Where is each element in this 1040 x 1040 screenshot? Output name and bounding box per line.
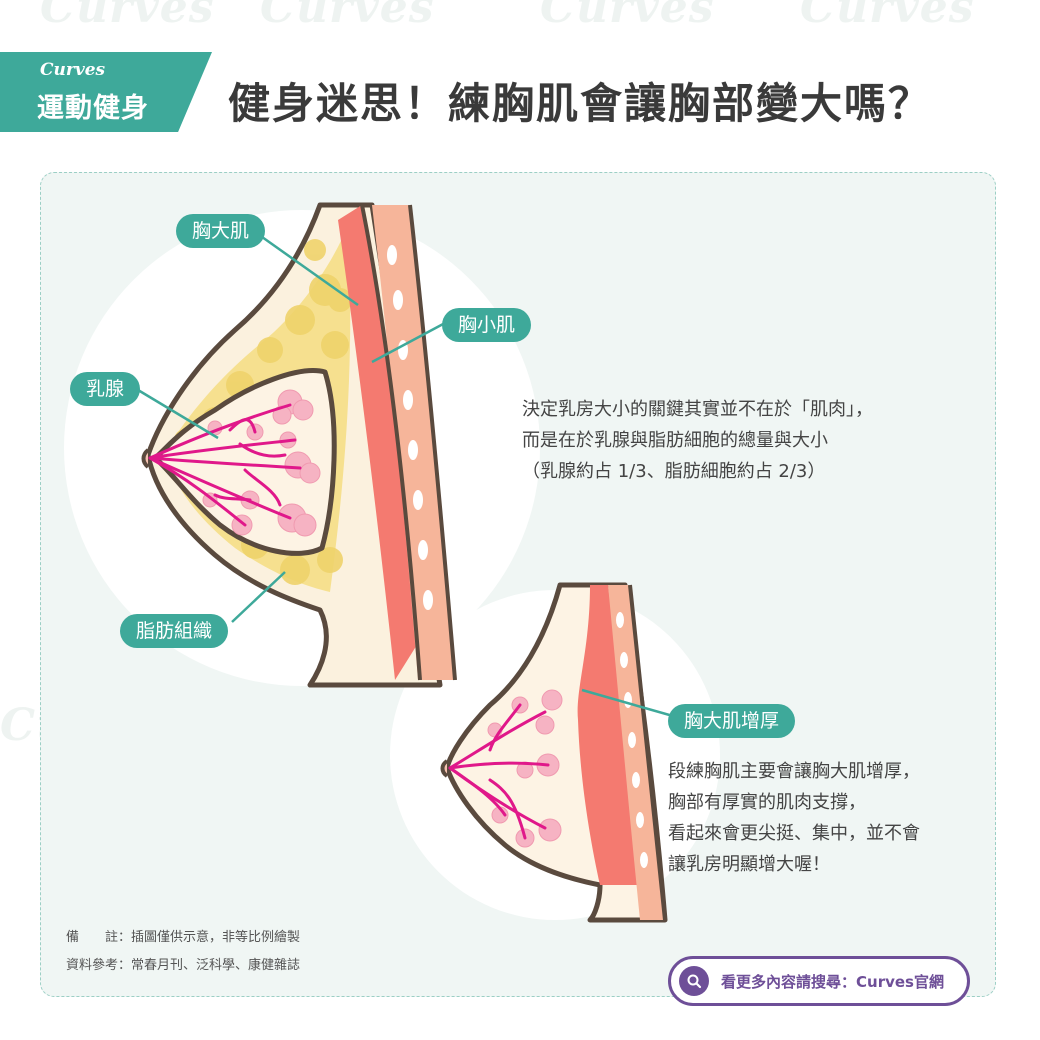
search-banner[interactable]: 看更多內容請搜尋：Curves官網 (668, 956, 970, 1006)
note-disclaimer: 備 註：插圖僅供示意，非等比例繪製 (66, 930, 301, 945)
note-references: 資料參考：常春月刊、泛科學、康健雜誌 (66, 958, 301, 973)
description-line: 而是在於乳腺與脂肪細胞的總量與大小 (522, 430, 828, 451)
label-fat-tissue: 脂肪組織 (120, 614, 229, 648)
description-line: 決定乳房大小的關鍵其實並不在於「肌肉」， (522, 399, 873, 420)
description-line: 胸部有厚實的肌肉支撐， (668, 792, 866, 813)
label-pec-minor: 胸小肌 (442, 308, 532, 342)
category-tag (0, 52, 212, 132)
description-line: 段練胸肌主要會讓胸大肌增厚， (668, 761, 920, 782)
breast-illustration-thicker-muscle (440, 582, 681, 923)
page-title: 健身迷思！練胸肌會讓胸部變大嗎？ (228, 79, 933, 128)
label-pec-major-thicker: 胸大肌增厚 (668, 704, 796, 738)
description-2: 段練胸肌主要會讓胸大肌增厚， 胸部有厚實的肌肉支撐， 看起來會更尖挺、集中，並不… (668, 756, 920, 880)
breast-illustration-normal (137, 202, 457, 688)
description-line: （乳腺約占 1/3、脂肪細胞約占 2/3） (522, 461, 826, 482)
description-line: 看起來會更尖挺、集中，並不會 (668, 823, 920, 844)
search-icon (679, 966, 709, 996)
search-text: 看更多內容請搜尋：Curves官網 (721, 972, 944, 991)
brand-logo: Curves (40, 60, 106, 80)
description-1: 決定乳房大小的關鍵其實並不在於「肌肉」， 而是在於乳腺與脂肪細胞的總量與大小 （… (522, 394, 873, 487)
category-label: 運動健身 (37, 93, 149, 124)
label-mammary: 乳腺 (70, 372, 141, 406)
description-line: 讓乳房明顯增大喔！ (668, 854, 830, 875)
label-pec-major: 胸大肌 (176, 214, 266, 248)
